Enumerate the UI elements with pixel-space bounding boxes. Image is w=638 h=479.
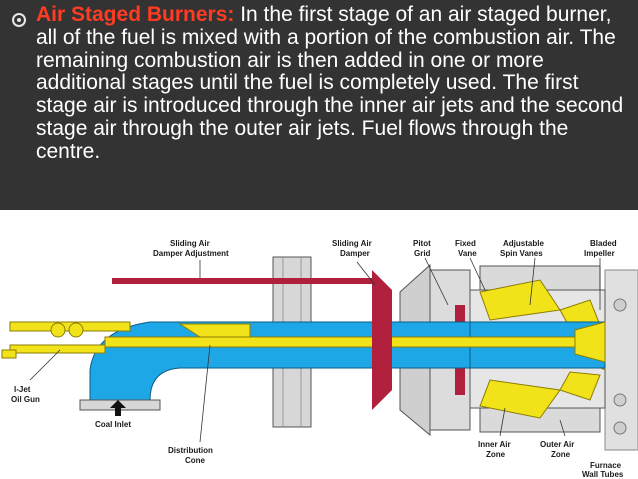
bullet-icon	[12, 13, 26, 27]
label-i-jet-oil-gun-1: I-Jet	[14, 385, 31, 394]
label-coal-inlet: Coal Inlet	[95, 420, 131, 429]
burner-diagram: Sliding Air Damper Adjustment Sliding Ai…	[0, 210, 638, 479]
label-bladed-impeller-2: Impeller	[584, 249, 615, 258]
label-outer-air-zone-1: Outer Air	[540, 440, 574, 449]
label-inner-air-zone-1: Inner Air	[478, 440, 511, 449]
label-outer-air-zone-2: Zone	[551, 450, 571, 459]
label-pitot-grid-1: Pitot	[413, 239, 431, 248]
bullet-body: In the first stage of an air staged burn…	[36, 3, 624, 163]
furnace-wall-tubes	[604, 269, 638, 451]
leader-lines	[29, 257, 601, 443]
label-pitot-grid-2: Grid	[414, 249, 431, 258]
bullet-heading: Air Staged Burners:	[36, 3, 235, 26]
label-fixed-vane-1: Fixed	[455, 239, 476, 248]
label-furnace-wall-tubes-1: Furnace	[590, 461, 622, 470]
centre-fuel-tube	[104, 321, 606, 363]
label-sliding-air-damper-1: Sliding Air	[332, 239, 372, 248]
label-adjustable-spin-vanes-2: Spin Vanes	[500, 249, 543, 258]
label-sliding-air-damper-adjustment-1: Sliding Air	[170, 239, 210, 248]
coal-inlet-arrow-icon	[110, 400, 126, 416]
label-i-jet-oil-gun-2: Oil Gun	[11, 395, 40, 404]
bullet-paragraph: Air Staged Burners: In the first stage o…	[36, 3, 632, 164]
oil-gun	[1, 321, 131, 359]
damper-rod	[112, 270, 392, 410]
label-inner-air-zone-2: Zone	[486, 450, 506, 459]
slide-text-area: Air Staged Burners: In the first stage o…	[0, 0, 638, 210]
label-distribution-cone-1: Distribution	[168, 446, 213, 455]
label-adjustable-spin-vanes-1: Adjustable	[503, 239, 544, 248]
label-fixed-vane-2: Vane	[458, 249, 477, 258]
label-sliding-air-damper-2: Damper	[340, 249, 370, 258]
label-distribution-cone-2: Cone	[185, 456, 206, 465]
burner-diagram-svg: Sliding Air Damper Adjustment Sliding Ai…	[1, 239, 638, 479]
label-sliding-air-damper-adjustment-2: Damper Adjustment	[153, 249, 229, 258]
label-bladed-impeller-1: Bladed	[590, 239, 617, 248]
label-furnace-wall-tubes-2: Wall Tubes	[582, 470, 624, 479]
